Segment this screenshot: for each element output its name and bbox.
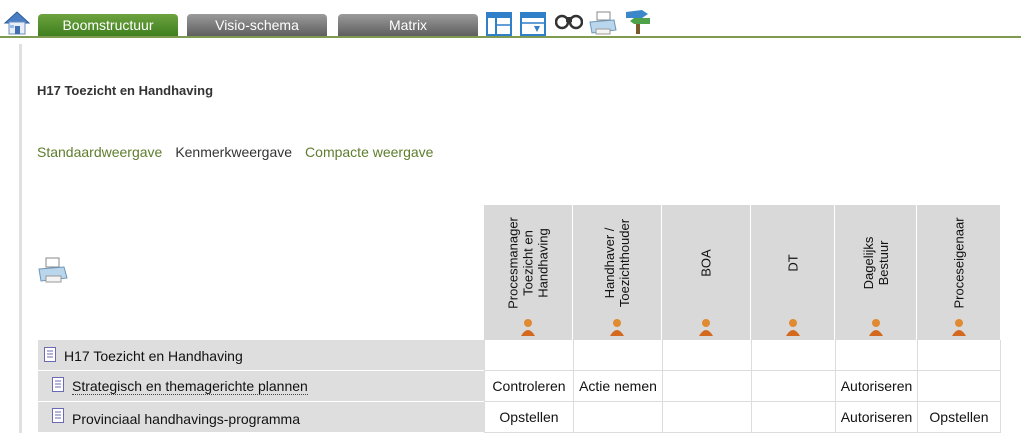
- tab-boomstructuur[interactable]: Boomstructuur: [38, 14, 178, 36]
- view-current-kenmerk: Kenmerkweergave: [175, 144, 293, 160]
- column-header-label: DT: [785, 254, 800, 272]
- column-header: Handhaver / Toezichthouder: [573, 205, 662, 340]
- table-cell: Opstellen: [484, 402, 573, 433]
- document-icon: [44, 347, 56, 365]
- table-cell: [662, 402, 751, 433]
- person-icon: [520, 318, 536, 341]
- document-icon: [52, 377, 64, 395]
- table-row[interactable]: H17 Toezicht en Handhaving: [38, 340, 484, 371]
- table-cell: [917, 371, 1001, 402]
- column-header-label: BOA: [698, 249, 714, 277]
- view-link-standard[interactable]: Standaardweergave: [37, 144, 163, 160]
- table-cell: [662, 340, 751, 371]
- column-header: DT: [751, 205, 835, 340]
- column-header-label: Procesmanager Toezicht en Handhaving: [505, 217, 551, 309]
- column-header: Proceseigenaar: [917, 205, 1001, 340]
- table-cell: Autoriseren: [835, 402, 917, 433]
- table-row[interactable]: Strategisch en themagerichte plannen: [38, 371, 484, 402]
- print-matrix-icon[interactable]: [38, 256, 68, 289]
- view-link-compact[interactable]: Compacte weergave: [305, 144, 434, 160]
- tab-matrix[interactable]: Matrix: [338, 14, 478, 36]
- left-rail: [19, 44, 22, 433]
- column-header: BOA: [662, 205, 751, 340]
- table-row[interactable]: Provinciaal handhavings-programma: [38, 402, 484, 433]
- table-cell: [573, 402, 662, 433]
- row-label[interactable]: Strategisch en themagerichte plannen: [72, 378, 308, 395]
- column-header-label: Handhaver / Toezichthouder: [602, 218, 632, 308]
- home-icon[interactable]: [3, 10, 31, 41]
- table-cell: [917, 340, 1001, 371]
- table-cell: [662, 371, 751, 402]
- column-header: Procesmanager Toezicht en Handhaving: [484, 205, 573, 340]
- table-cell: Autoriseren: [835, 371, 917, 402]
- column-header-label: Dagelijks Bestuur: [860, 236, 891, 290]
- row-label[interactable]: Provinciaal handhavings-programma: [72, 411, 301, 427]
- layout-columns-icon[interactable]: [486, 12, 512, 41]
- tab-visio-schema[interactable]: Visio-schema: [187, 14, 327, 36]
- binoculars-icon[interactable]: [554, 11, 584, 36]
- page-title: H17 Toezicht en Handhaving: [37, 83, 214, 98]
- person-icon: [868, 318, 884, 341]
- person-icon: [951, 318, 967, 341]
- document-icon: [52, 408, 64, 426]
- layout-download-icon[interactable]: [520, 12, 546, 41]
- table-cell: Actie nemen: [573, 371, 662, 402]
- signpost-icon[interactable]: [624, 8, 652, 39]
- table-cell: Controleren: [484, 371, 573, 402]
- person-icon: [785, 318, 801, 341]
- toolbar: Boomstructuur Visio-schema Matrix: [0, 0, 1021, 44]
- table-cell: [573, 340, 662, 371]
- person-icon: [698, 318, 714, 341]
- printer-icon[interactable]: [588, 10, 618, 41]
- table-cell: [751, 402, 835, 433]
- column-header: Dagelijks Bestuur: [835, 205, 917, 340]
- table-cell: [484, 340, 573, 371]
- view-switcher: Standaardweergave Kenmerkweergave Compac…: [37, 144, 446, 160]
- row-label: H17 Toezicht en Handhaving: [64, 348, 243, 364]
- table-cell: [751, 340, 835, 371]
- table-cell: [835, 340, 917, 371]
- table-cell: Opstellen: [917, 402, 1001, 433]
- person-icon: [609, 318, 625, 341]
- toolbar-divider: [0, 36, 1021, 38]
- column-header-label: Proceseigenaar: [951, 217, 966, 309]
- table-cell: [751, 371, 835, 402]
